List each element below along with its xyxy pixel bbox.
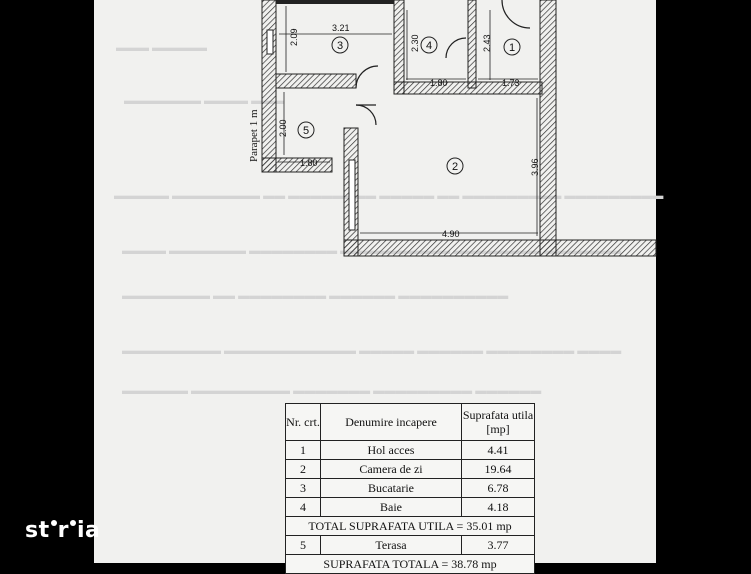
bleed-through-text: ▬▬▬▬▬▬▬▬▬ ▬▬▬▬▬▬▬▬▬▬▬▬ ▬▬▬▬▬ ▬▬▬▬▬▬ ▬▬▬▬… — [122, 345, 622, 357]
floor-plan: 3.21 2.09 2.30 2.43 1.80 1.73 2.00 1.80 … — [248, 0, 657, 257]
cell-nr: 1 — [285, 440, 321, 460]
window — [266, 29, 274, 55]
table-row: 1 Hol acces 4.41 — [285, 440, 535, 460]
room-number: 2 — [452, 161, 458, 173]
header-nr: Nr. crt. — [285, 403, 321, 441]
dim-label: 2.00 — [278, 119, 288, 137]
dim-label: 2.43 — [482, 34, 492, 52]
cell-name: Baie — [320, 497, 462, 517]
header-name: Denumire incapere — [320, 403, 462, 441]
dim-label: 3.96 — [530, 158, 540, 176]
door-swing — [501, 0, 531, 29]
table-row: 4 Baie 4.18 — [285, 497, 535, 517]
cell-nr: 2 — [285, 459, 321, 479]
table-header-row: Nr. crt. Denumire incapere Suprafata uti… — [285, 403, 535, 441]
document-page: ▬▬▬ ▬▬▬▬▬ ▬▬▬▬▬▬▬ ▬▬▬▬ ▬▬▬ ▬▬▬▬▬ ▬▬▬▬▬▬▬… — [94, 0, 663, 574]
bleed-through-text: ▬▬▬ ▬▬▬▬▬ — [116, 42, 208, 54]
cell-nr: 3 — [285, 478, 321, 498]
dim-label: 3.21 — [332, 23, 350, 33]
dim-label: 1.80 — [300, 158, 318, 168]
room-number: 1 — [509, 42, 515, 54]
header-area: Suprafata utila [mp] — [461, 403, 535, 441]
bleed-through-text: ▬▬▬▬▬▬▬▬ ▬▬ ▬▬▬▬▬▬▬▬ ▬▬▬▬▬▬ ▬▬▬▬▬▬▬▬▬▬ — [122, 290, 509, 302]
table-row: 3 Bucatarie 6.78 — [285, 478, 535, 498]
dim-label: 1.73 — [502, 78, 520, 88]
grand-total-label: SUPRAFATA TOTALA = 38.78 mp — [285, 554, 535, 574]
area-table: Nr. crt. Denumire incapere Suprafata uti… — [285, 403, 535, 574]
logo-text: ia — [76, 518, 101, 543]
door-swing — [445, 37, 467, 59]
cell-area: 6.78 — [461, 478, 535, 498]
cell-nr: 4 — [285, 497, 321, 517]
cell-area: 19.64 — [461, 459, 535, 479]
bleed-through-text: ▬▬▬▬▬▬▬ ▬▬▬▬ ▬▬▬ — [124, 95, 285, 107]
dim-label: 2.30 — [410, 34, 420, 52]
logo-dot — [50, 520, 57, 526]
dim-label: 1.80 — [430, 78, 448, 88]
cell-name: Terasa — [320, 535, 462, 555]
room-number: 5 — [303, 125, 309, 137]
door-swing — [355, 65, 379, 89]
total-row: TOTAL SUPRAFATA UTILA = 35.01 mp — [285, 516, 535, 536]
logo-text: r — [57, 518, 69, 543]
dim-label: 4.90 — [442, 229, 460, 239]
cell-name: Bucatarie — [320, 478, 462, 498]
room-number: 3 — [337, 40, 343, 52]
dim-label: 2.09 — [289, 28, 299, 46]
door-swing — [355, 104, 377, 126]
cell-name: Camera de zi — [320, 459, 462, 479]
table-row: 2 Camera de zi 19.64 — [285, 459, 535, 479]
dimension-lines — [278, 6, 538, 236]
total-label: TOTAL SUPRAFATA UTILA = 35.01 mp — [285, 516, 535, 536]
bleed-through-text: ▬▬▬▬▬▬ ▬▬▬▬▬▬▬▬▬ ▬▬▬▬▬▬▬ ▬▬▬▬▬▬▬▬▬ ▬▬▬▬▬… — [122, 385, 542, 397]
cell-area: 3.77 — [461, 535, 535, 555]
cell-area: 4.41 — [461, 440, 535, 460]
logo-text: st — [25, 518, 50, 543]
parapet-label: Parapet 1 m — [248, 109, 260, 162]
room-number: 4 — [426, 40, 432, 52]
table-row: 5 Terasa 3.77 — [285, 535, 535, 555]
logo-dot — [69, 520, 76, 526]
grand-total-row: SUPRAFATA TOTALA = 38.78 mp — [285, 554, 535, 574]
bleed-through-text: ▬▬▬▬▬ ▬▬▬▬▬▬▬▬ ▬▬ ▬▬▬▬▬▬▬▬ ▬▬▬▬▬ ▬▬ ▬▬▬▬… — [114, 190, 664, 202]
cell-name: Hol acces — [320, 440, 462, 460]
window — [348, 159, 356, 231]
exterior-walls — [261, 0, 657, 257]
cell-nr: 5 — [285, 535, 321, 555]
cell-area: 4.18 — [461, 497, 535, 517]
